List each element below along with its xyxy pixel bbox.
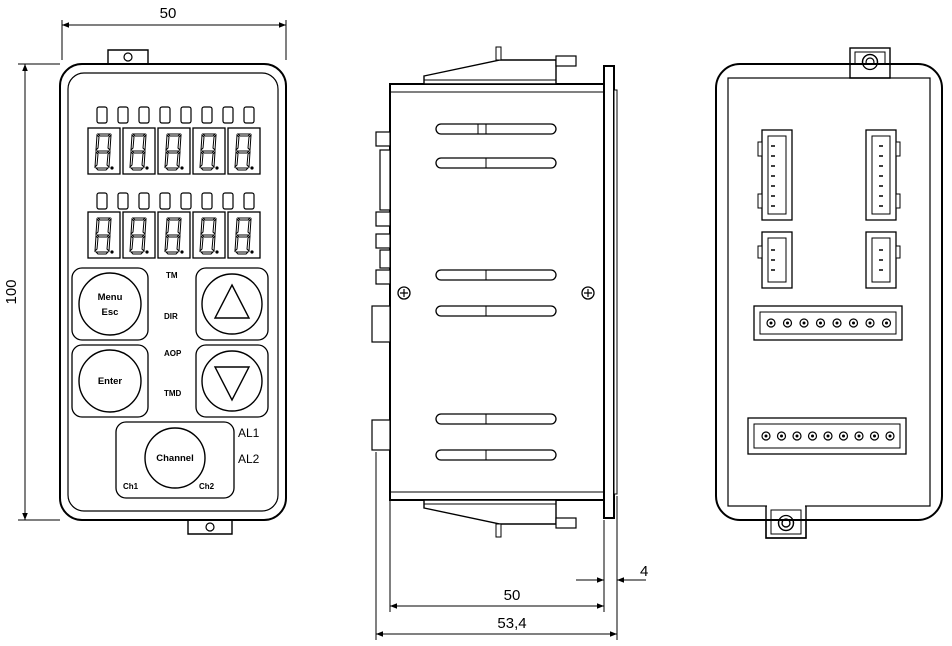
depth-dimension: 50 xyxy=(504,587,521,604)
terminal-screw-center xyxy=(852,321,855,325)
terminal-block-lower xyxy=(747,417,907,455)
terminal-screw-center xyxy=(842,434,845,438)
led-indicator xyxy=(138,106,150,124)
enter-button[interactable]: Enter xyxy=(71,344,149,418)
connector-mid-right xyxy=(865,231,901,289)
indicator-tmd: TMD xyxy=(164,389,182,398)
terminal-screw-icon xyxy=(854,431,864,441)
terminal-screw-icon xyxy=(869,431,880,441)
display-bottom xyxy=(87,211,261,259)
terminal-screw-center xyxy=(826,434,830,438)
display-top xyxy=(87,127,261,175)
led-row-bottom xyxy=(96,192,255,210)
indicator-dir: DIR xyxy=(164,312,178,321)
led-indicator xyxy=(96,106,108,124)
led-indicator xyxy=(201,192,213,210)
led-indicator xyxy=(243,192,255,210)
terminal-screw-icon xyxy=(838,431,849,441)
led-indicator xyxy=(159,106,171,124)
terminal-screw-center xyxy=(769,321,773,325)
up-arrow-icon xyxy=(213,283,251,319)
led-indicator xyxy=(201,106,213,124)
channel-label: Channel xyxy=(156,453,193,464)
terminal-screw-icon xyxy=(848,318,859,328)
led-indicator xyxy=(243,106,255,124)
terminal-screw-icon xyxy=(823,431,833,441)
terminal-screw-icon xyxy=(766,318,776,328)
terminal-screw-icon xyxy=(792,431,802,441)
terminal-screw-icon xyxy=(807,431,818,441)
rear-view xyxy=(715,47,943,539)
terminal-screw-center xyxy=(857,434,861,438)
terminal-screw-center xyxy=(868,321,872,325)
front-height-dimension: 100 xyxy=(3,279,20,304)
ch2-label: Ch2 xyxy=(199,482,215,491)
terminal-screw-center xyxy=(802,321,806,325)
terminal-screw-center xyxy=(795,434,799,438)
down-button[interactable] xyxy=(195,344,269,418)
terminal-screw-icon xyxy=(799,318,809,328)
menu-esc-button[interactable]: Menu Esc xyxy=(71,267,149,341)
terminal-screw-center xyxy=(835,321,839,325)
led-indicator xyxy=(180,106,192,124)
ch1-label: Ch1 xyxy=(123,482,139,491)
led-indicator xyxy=(138,192,150,210)
terminal-screw-center xyxy=(764,434,768,438)
terminal-screw-icon xyxy=(782,318,793,328)
terminal-screw-icon xyxy=(815,318,826,328)
terminal-screw-icon xyxy=(885,431,895,441)
terminal-screw-center xyxy=(811,434,814,438)
indicator-tm: TM xyxy=(166,271,178,280)
alarm-al1-label: AL1 xyxy=(238,426,260,440)
flange-dimension: 4 xyxy=(640,563,648,580)
alarm-al2-label: AL2 xyxy=(238,452,260,466)
terminal-screw-icon xyxy=(761,431,771,441)
terminal-screw-center xyxy=(786,321,789,325)
terminal-screw-icon xyxy=(865,318,875,328)
connector-top-right xyxy=(865,129,901,221)
led-indicator xyxy=(117,192,129,210)
up-button[interactable] xyxy=(195,267,269,341)
led-indicator xyxy=(222,192,234,210)
led-indicator xyxy=(222,106,234,124)
indicator-aop: AOP xyxy=(164,349,182,358)
connector-mid-left xyxy=(757,231,793,289)
side-view: 4 50 53,4 xyxy=(371,46,648,640)
channel-button[interactable]: Channel xyxy=(144,427,206,489)
front-width-dimension: 50 xyxy=(160,5,177,22)
front-view: 50 100 Menu Esc Enter xyxy=(3,5,287,535)
led-indicator xyxy=(180,192,192,210)
led-indicator xyxy=(159,192,171,210)
terminal-screw-center xyxy=(780,434,783,438)
terminal-screw-icon xyxy=(881,318,892,328)
led-indicator xyxy=(117,106,129,124)
terminal-screw-icon xyxy=(832,318,842,328)
terminal-screw-center xyxy=(819,321,822,325)
terminal-screw-center xyxy=(888,434,892,438)
total-depth-dimension: 53,4 xyxy=(497,615,526,632)
terminal-screw-center xyxy=(873,434,876,438)
terminal-screw-center xyxy=(885,321,888,325)
menu-label: Menu xyxy=(98,292,123,303)
led-indicator xyxy=(96,192,108,210)
led-row-top xyxy=(96,106,255,124)
esc-label: Esc xyxy=(102,307,119,318)
connector-top-left xyxy=(757,129,793,221)
enter-label: Enter xyxy=(98,376,123,387)
terminal-block-upper xyxy=(753,305,903,341)
down-arrow-icon xyxy=(213,366,251,402)
terminal-screw-icon xyxy=(776,431,787,441)
